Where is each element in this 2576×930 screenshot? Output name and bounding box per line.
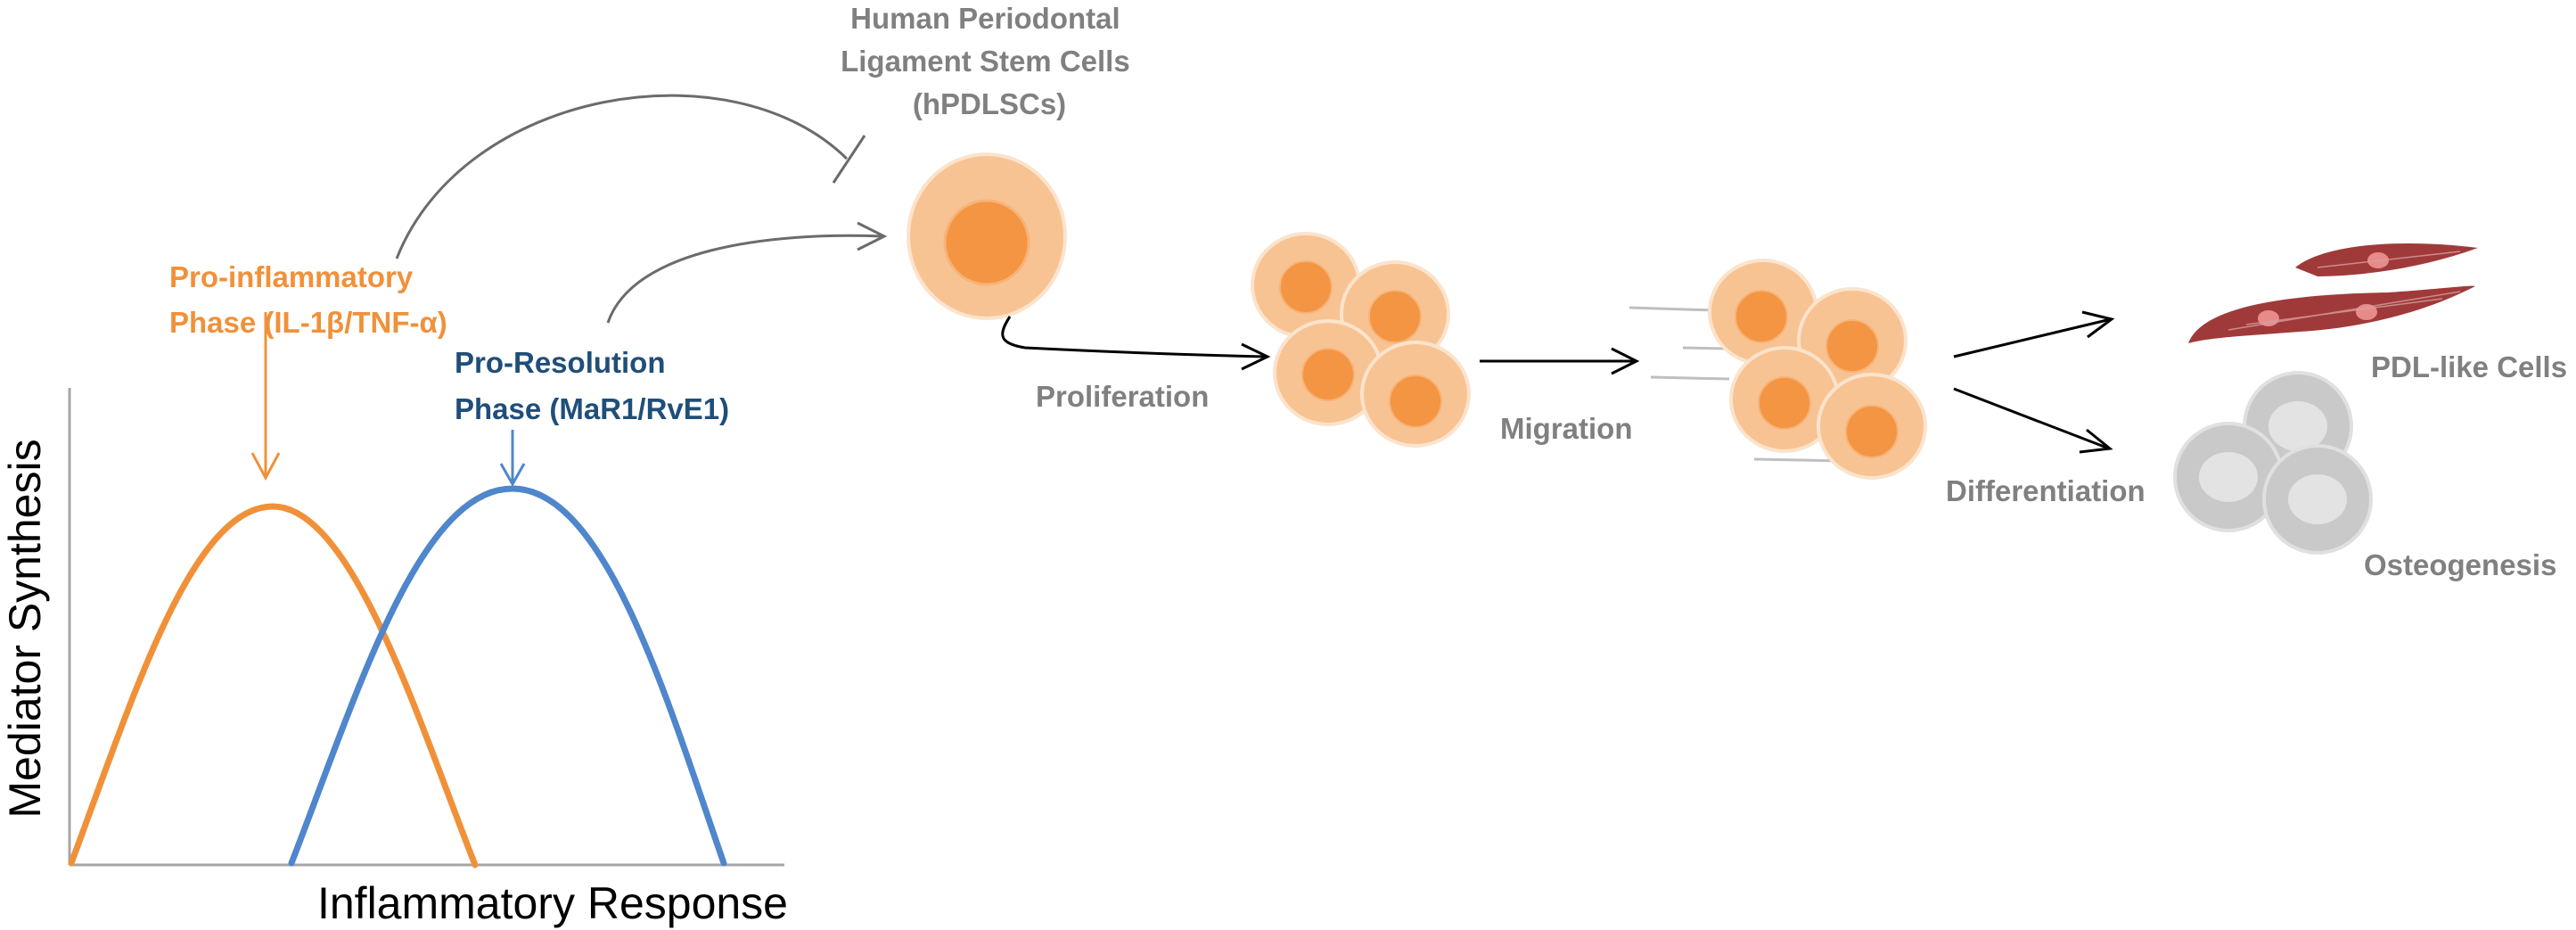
osteogenesis-cells: Osteogenesis [2173,371,2556,581]
proliferating-cell [1273,319,1383,426]
proliferating-cell [1360,341,1471,448]
activation-connector [606,234,883,324]
differentiation-step: Differentiation [1946,310,2145,507]
migrating-cells [1708,259,1927,480]
stem-cell-title-line-1: Human Periodontal [850,2,1120,35]
osteo-cell [2262,444,2373,555]
migration-label: Migration [1500,412,1632,445]
differentiation-label: Differentiation [1946,474,2145,507]
proliferation-label: Proliferation [1036,380,1209,413]
migrating-cell [1817,373,1927,480]
proliferating-cells [1251,232,1471,448]
pro-resolution-label: Pro-Resolution Phase (MaR1/RvE1) [455,346,729,425]
stem-cell-title-line-3: (hPDLSCs) [913,87,1066,120]
differentiation-arrowhead-down [2079,428,2113,454]
proliferation-arrowhead [1241,342,1271,371]
migrating-cell [1708,259,1818,366]
inhibition-connector [395,94,849,259]
pdl-like-cells: PDL-like Cells [2188,243,2567,383]
migration-step: Migration [1480,259,1927,480]
stem-cell-title: Human Periodontal Ligament Stem Cells (h… [841,2,1138,120]
pdl-cell-lower [2188,285,2475,343]
differentiation-arrow-up [1953,317,2112,358]
pro-inflammatory-label: Pro-inflammatory Phase (IL-1β/TNF-α) [169,260,447,339]
graph: Mediator Synthesis Inflammatory Response… [0,260,788,928]
migrating-cell [1729,346,1840,453]
differentiation-arrowhead-up [2081,310,2115,339]
phase-connectors [395,94,888,324]
stem-cell-title-line-2: Ligament Stem Cells [841,45,1130,78]
pro-resolution-curve [288,485,727,867]
inhibition-bar [832,135,866,184]
pro-inflammatory-label-line-1: Pro-inflammatory [169,260,414,293]
pro-resolution-label-line-2: Phase (MaR1/RvE1) [455,392,729,425]
pdl-fiber-lines [2227,251,2461,331]
stem-cell: Human Periodontal Ligament Stem Cells (h… [841,2,1138,320]
stem-cell-nucleus [943,199,1030,286]
osteo-cell [2173,422,2284,532]
pro-resolution-label-line-1: Pro-Resolution [455,346,666,379]
y-axis-title: Mediator Synthesis [0,439,50,818]
pro-inflammatory-pointer [250,312,281,481]
proliferation-arrow [1001,316,1267,358]
pdl-like-cells-label: PDL-like Cells [2371,350,2567,383]
pro-resolution-pointer [499,430,526,488]
x-axis-title: Inflammatory Response [317,878,788,928]
osteogenesis-label: Osteogenesis [2364,548,2556,581]
pro-inflammatory-label-line-2: Phase (IL-1β/TNF-α) [169,306,447,339]
migration-arrowhead [1611,347,1640,375]
pro-inflammatory-curve [68,503,479,868]
proliferation-step: Proliferation [1001,232,1471,448]
activation-arrowhead [857,221,888,251]
differentiation-arrow-down [1953,387,2110,450]
